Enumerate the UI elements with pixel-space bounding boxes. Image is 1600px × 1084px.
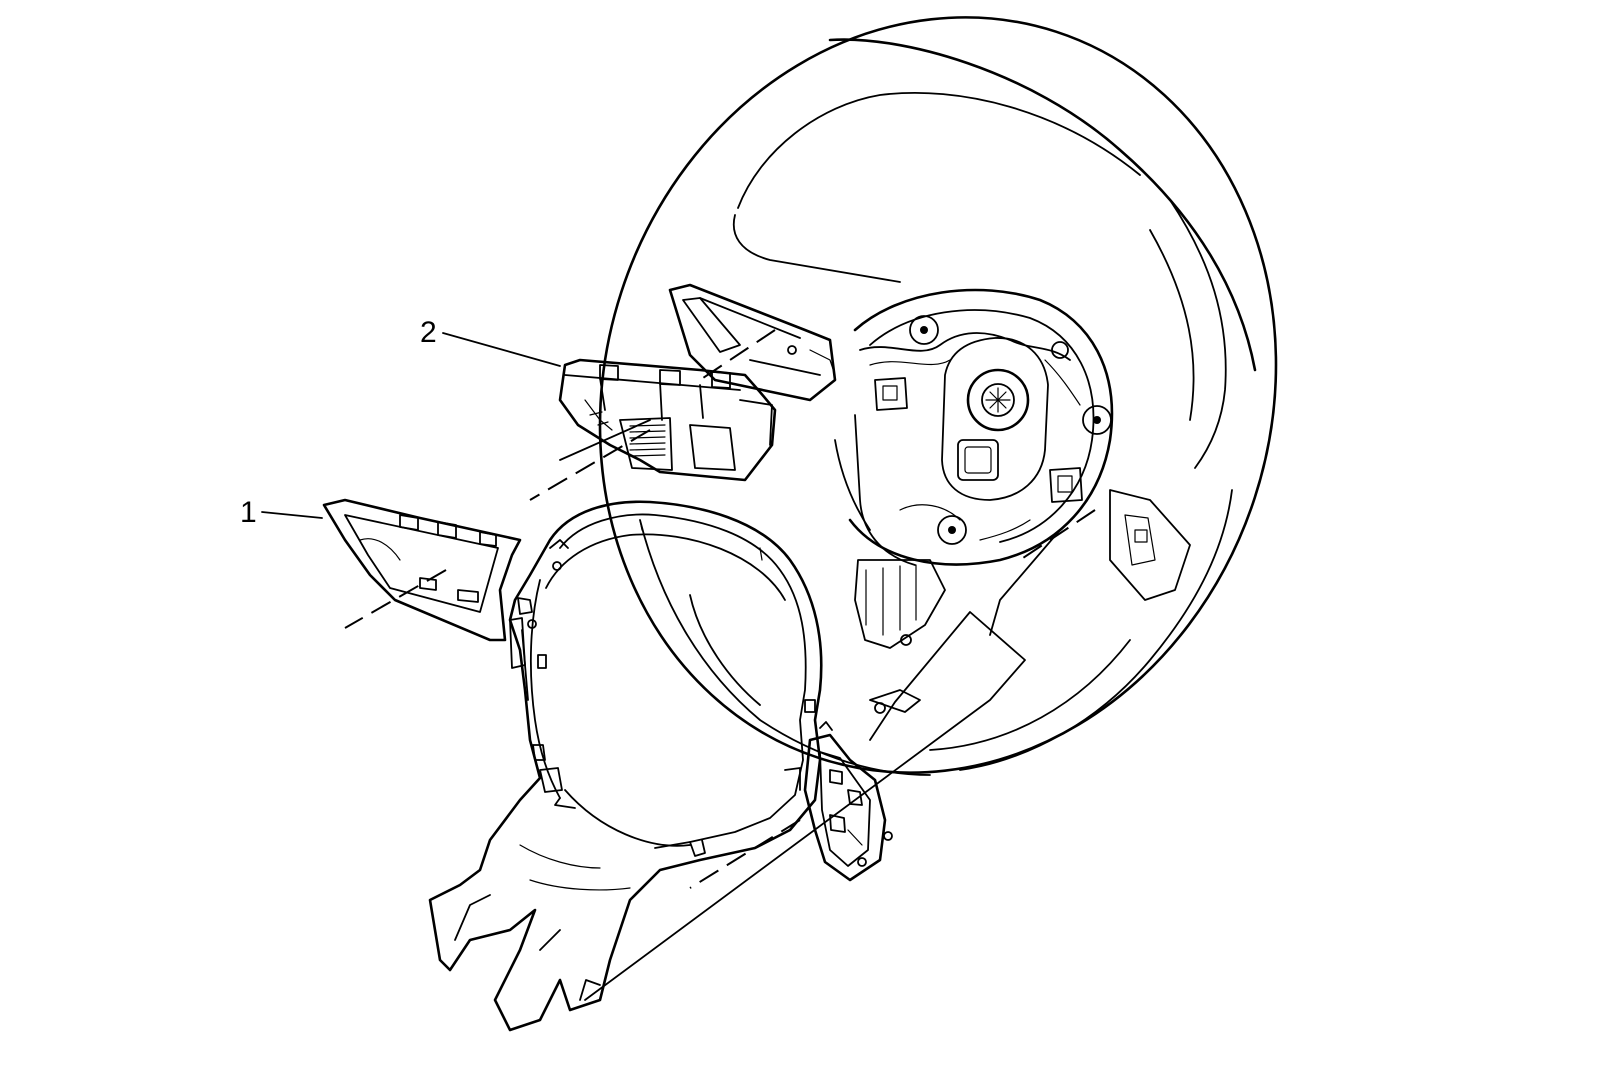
wheel-left-spoke <box>668 283 837 402</box>
steering-wheel-control-switch <box>558 358 777 482</box>
wheel-lower-spoke <box>854 559 946 714</box>
steering-wheel-rim <box>598 16 1278 776</box>
callout-2-label: 2 <box>420 316 437 349</box>
wheel-trim-cover <box>428 500 823 1032</box>
assembly-lines <box>559 419 1026 1001</box>
callout-1-label: 1 <box>240 496 257 529</box>
switch-bezel-right <box>803 721 893 882</box>
callout-1: 1 <box>240 496 323 529</box>
switch-bezel-left <box>322 498 522 642</box>
steering-wheel-hub <box>834 288 1114 566</box>
wheel-right-spoke <box>989 489 1191 636</box>
assembly-guide-lines <box>344 329 1096 889</box>
callout-2: 2 <box>420 316 561 367</box>
